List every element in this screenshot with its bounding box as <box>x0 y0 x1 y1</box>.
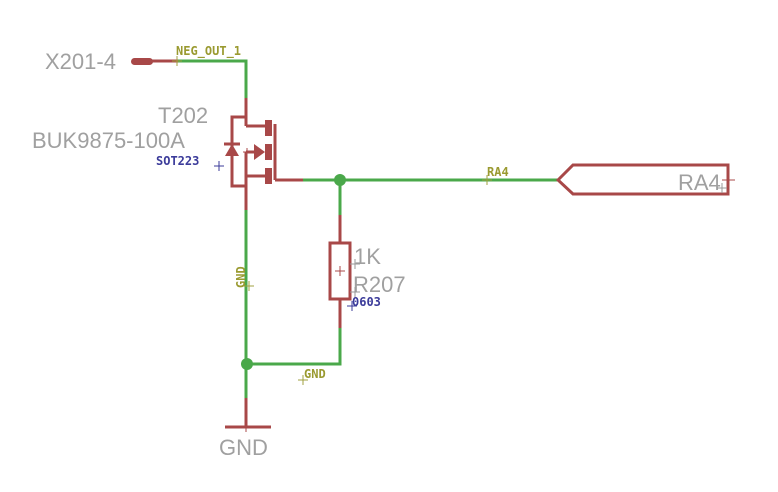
ground-label: GND <box>219 435 268 460</box>
resistor-value: 1K <box>354 244 381 269</box>
transistor-name: T202 <box>158 103 208 128</box>
net-label-neg-out: NEG_OUT_1 <box>176 44 241 59</box>
connector-pin-x201-4[interactable] <box>131 58 178 65</box>
connector-label: X201-4 <box>45 49 116 74</box>
resistor-package: 0603 <box>352 295 381 309</box>
resistor-r207[interactable] <box>328 215 352 328</box>
net-wire-neg-out[interactable] <box>178 59 248 98</box>
transistor-value: BUK9875-100A <box>32 128 185 153</box>
net-label-gnd-vertical: GND <box>234 266 248 288</box>
transistor-package: SOT223 <box>156 154 199 168</box>
mosfet-transistor-t202[interactable] <box>224 98 303 210</box>
junction-gnd <box>241 358 253 370</box>
ground-symbol[interactable] <box>225 398 271 429</box>
port-label: RA4 <box>678 170 721 195</box>
resistor-name: R207 <box>353 272 406 297</box>
net-label-ra4: RA4 <box>487 165 509 179</box>
net-wire-gnd-horizontal[interactable] <box>246 328 342 366</box>
net-label-gnd-horizontal: GND <box>304 367 326 381</box>
